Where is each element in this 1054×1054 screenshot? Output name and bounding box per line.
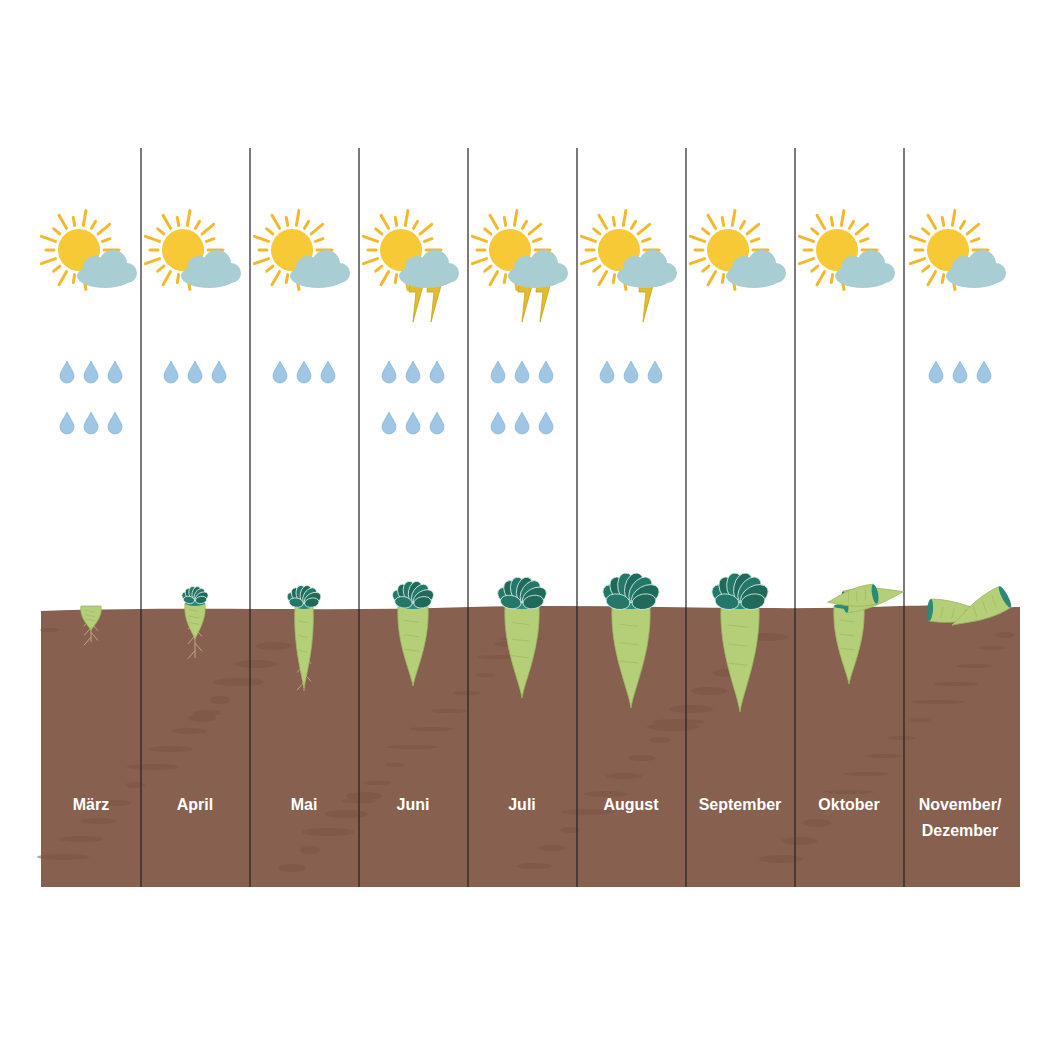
month-label: April <box>139 792 251 818</box>
month-label: Oktober <box>793 792 905 818</box>
column-divider <box>794 148 795 887</box>
weather-icon <box>363 211 459 322</box>
weather-icon <box>145 211 241 290</box>
weather-icon <box>472 211 568 322</box>
month-label: August <box>575 792 687 818</box>
rain-drops <box>600 361 662 383</box>
month-label: März <box>35 792 147 818</box>
weather-icon <box>910 211 1006 290</box>
weather-icon <box>799 211 895 290</box>
month-label: Juni <box>357 792 469 818</box>
beet-plant <box>834 603 864 684</box>
month-label: November/ Dezember <box>904 792 1016 844</box>
column-divider <box>576 148 577 887</box>
rain-drops <box>491 361 553 434</box>
column-divider <box>358 148 359 887</box>
beet-plant <box>708 571 772 712</box>
month-label: September <box>684 792 796 818</box>
column-divider <box>685 148 686 887</box>
beet-plant <box>389 580 436 686</box>
column-divider <box>249 148 250 887</box>
rain-drops <box>382 361 444 434</box>
weather-icon <box>41 211 137 290</box>
column-divider <box>467 148 468 887</box>
month-label: Mai <box>248 792 360 818</box>
weather-icon <box>581 211 677 322</box>
beet-plant <box>494 576 550 698</box>
rain-drops <box>929 361 991 383</box>
beet-plant <box>81 606 102 645</box>
column-divider <box>140 148 141 887</box>
beet-plant <box>599 571 663 708</box>
month-label: Juli <box>466 792 578 818</box>
beet-plant <box>180 586 210 659</box>
weather-icon <box>254 211 350 290</box>
weather-icon <box>690 211 786 290</box>
rain-drops <box>164 361 226 383</box>
column-divider <box>903 148 904 887</box>
harvested-beet <box>826 583 880 612</box>
harvested-beet <box>946 585 1013 636</box>
rain-drops <box>273 361 335 383</box>
soil <box>41 605 1020 887</box>
rain-drops <box>60 361 122 434</box>
beet-plant <box>285 584 323 691</box>
